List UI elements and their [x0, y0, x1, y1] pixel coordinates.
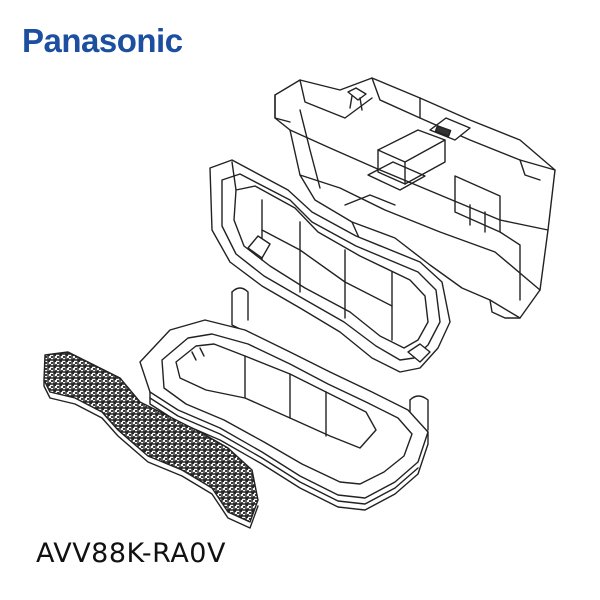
filter-tray-part	[139, 287, 429, 511]
panasonic-logo: Panasonic	[22, 22, 183, 59]
part-number-label: AVV88K-RA0V	[36, 538, 226, 569]
foam-filter-part	[43, 351, 259, 529]
frame-part	[209, 159, 451, 373]
housing-part	[274, 77, 556, 319]
